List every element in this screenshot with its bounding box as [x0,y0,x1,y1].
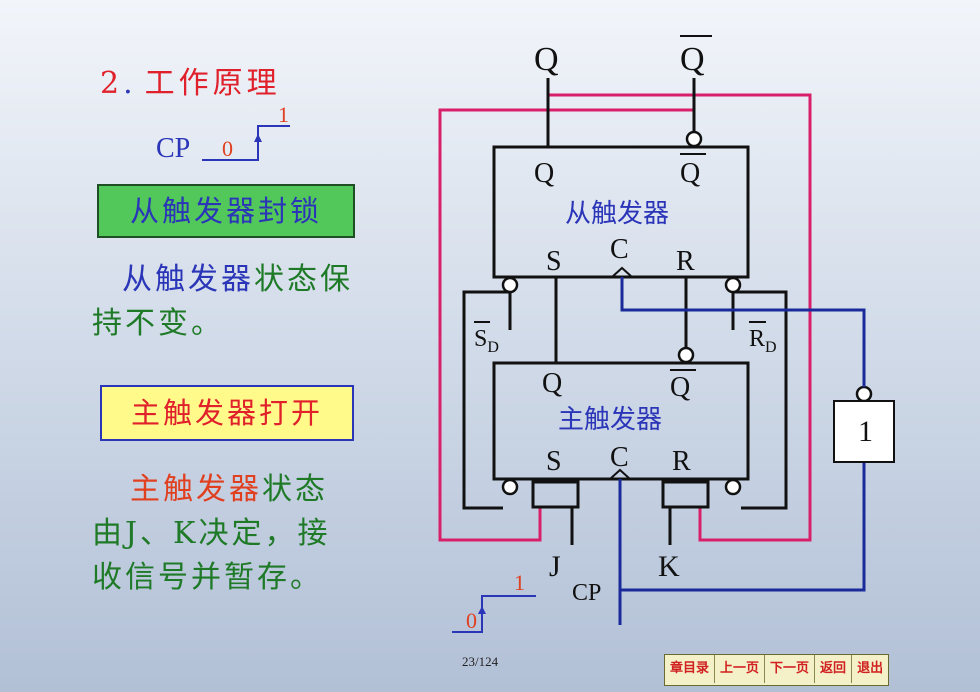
sd-label: SD [474,326,499,356]
rd-main: R [749,326,765,352]
nav-back-button[interactable]: 返回 [815,655,853,683]
master-term: 主触发器 [130,472,262,507]
sd-main: S [474,326,487,352]
bottom-cp-low: 0 [466,608,477,633]
j-input-label: J [549,550,561,583]
cp-low-value: 0 [222,136,233,161]
cp-high-value: 1 [278,102,289,127]
para1-line2: 持不变。 [92,306,224,341]
slave-state-paragraph: 从触发器状态保 持不变。 [92,258,392,346]
slave-s-label: S [546,246,562,277]
nav-chapter-toc-button[interactable]: 章目录 [665,655,716,683]
slave-q-label: Q [534,158,554,189]
slave-clock-triangle [611,266,633,278]
slave-qbar-label: Q [680,158,700,189]
para2-rest: 状态 [262,472,328,507]
cp-input-label: CP [572,580,601,606]
heading-text: 工作原理 [144,66,281,101]
slave-locked-box: 从触发器封锁 [97,184,355,238]
inverter-label: 1 [858,415,873,448]
master-clock-triangle [609,468,631,480]
cp-rising-edge-waveform: 0 1 [202,102,290,161]
output-q-label: Q [534,41,559,78]
heading-number: 2 [100,66,124,101]
slave-term: 从触发器 [122,262,254,297]
slide-nav-bar: 章目录 上一页 下一页 返回 退出 [664,654,890,686]
para2-line3: 收信号并暂存。 [92,560,323,595]
slave-r-label: R [676,246,695,277]
master-state-paragraph: 主触发器状态 由J、K决定，接 收信号并暂存。 [92,468,392,600]
clock-wires [618,277,866,625]
master-r-label: R [672,446,691,477]
heading-dot: . [123,66,137,101]
bottom-cp-waveform: 0 1 [452,570,536,633]
master-name-label: 主触发器 [558,405,662,434]
master-open-box: 主触发器打开 [100,385,354,441]
k-input-label: K [658,550,680,583]
master-s-label: S [546,446,562,477]
pink-feedback-wires [438,93,812,542]
rd-label: RD [749,326,777,356]
nav-next-page-button[interactable]: 下一页 [765,655,816,683]
output-qbar-label: Q [680,41,705,78]
para2-line2: 由J、K决定，接 [92,516,331,551]
section-heading: 2.工作原理 [100,58,281,102]
nav-exit-button[interactable]: 退出 [857,661,884,676]
master-q-label: Q [542,368,562,399]
master-c-label: C [610,442,629,473]
master-qbar-label: Q [670,372,690,403]
para1-rest: 状态保 [254,262,353,297]
bottom-cp-high: 1 [514,570,525,595]
slave-name-label: 从触发器 [565,199,669,228]
inverter-gate [833,400,895,463]
page-number: 23/124 [462,654,499,669]
nav-prev-page-button[interactable]: 上一页 [715,655,766,683]
cp-label: CP [156,133,191,164]
rd-sub: D [765,339,777,356]
black-wires [462,78,788,545]
sd-sub: D [487,339,499,356]
slave-c-label: C [610,234,629,265]
